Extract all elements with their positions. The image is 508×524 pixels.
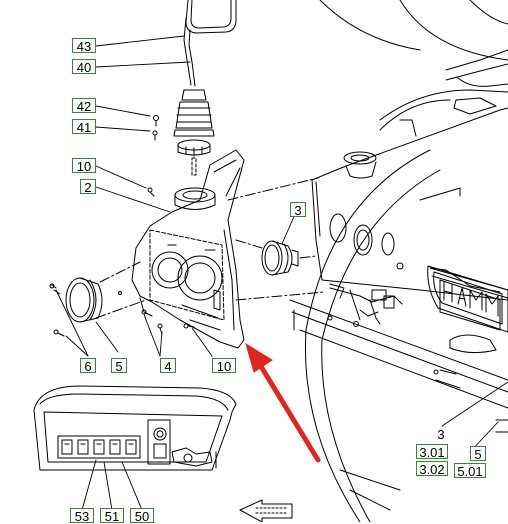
- callout-10-bottom: 10: [212, 358, 236, 374]
- callout-3-right: 3: [437, 427, 445, 442]
- direction-arrow-drawing: [239, 499, 293, 522]
- machine-body-drawing: [289, 0, 508, 522]
- callout-4: 4: [160, 358, 176, 374]
- red-arrow: [245, 342, 321, 463]
- mirror-drawing: [183, 0, 237, 87]
- callout-41: 41: [72, 119, 96, 135]
- right-lamp-drawing: [261, 240, 299, 276]
- callout-3-01: 3.01: [416, 444, 448, 460]
- callout-40: 40: [72, 59, 96, 75]
- callout-2: 2: [80, 179, 96, 195]
- bracket-housing-drawing: [131, 149, 245, 349]
- alignment-lines: [95, 177, 325, 319]
- callout-42: 42: [72, 98, 96, 114]
- callout-51: 51: [100, 508, 124, 524]
- left-lamp-drawing: [49, 277, 103, 337]
- mirror-mount-drawing: [152, 89, 215, 176]
- callout-3-02: 3.02: [416, 461, 448, 477]
- callout-5-01: 5.01: [454, 463, 486, 479]
- leader-lines: [55, 35, 508, 511]
- callout-5-left: 5: [111, 358, 127, 374]
- callout-5-right: 5: [470, 446, 486, 462]
- callout-53: 53: [70, 508, 94, 524]
- callout-50: 50: [130, 508, 154, 524]
- callout-10-top: 10: [72, 158, 96, 174]
- callout-3-lamp: 3: [290, 202, 306, 218]
- callout-43: 43: [72, 38, 96, 54]
- inset-rear-view-drawing: [33, 385, 237, 471]
- hamm-logo-drawing: [427, 265, 508, 354]
- callout-6: 6: [80, 358, 96, 374]
- screws-drawing: [118, 187, 195, 335]
